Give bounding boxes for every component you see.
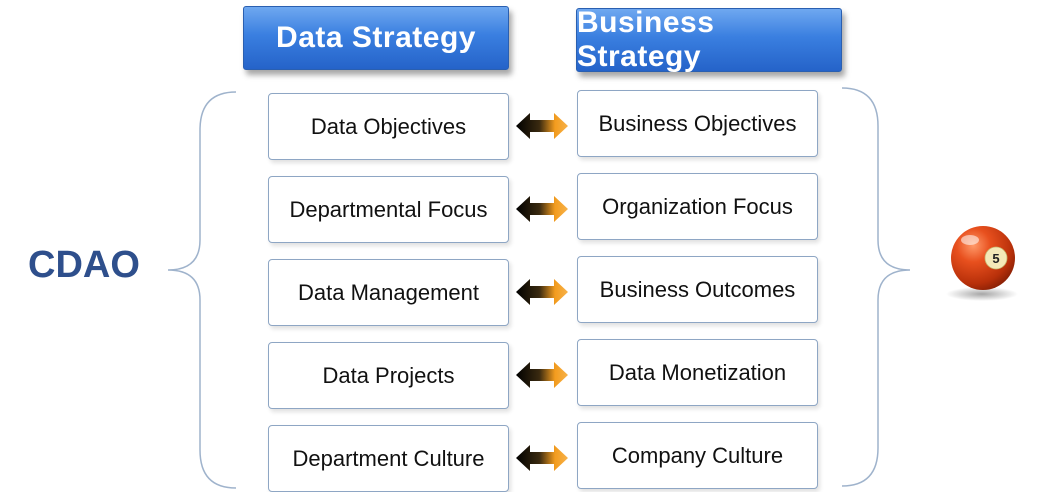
double-arrow-icon — [516, 113, 568, 139]
left-brace — [167, 91, 237, 489]
right-brace — [841, 87, 911, 487]
billiard-ball-icon: 5 — [946, 226, 1018, 301]
data-objectives-box: Data Objectives — [268, 93, 509, 160]
organization-focus-box: Organization Focus — [577, 173, 818, 240]
company-culture-box: Company Culture — [577, 422, 818, 489]
double-arrow-icon — [516, 362, 568, 388]
data-monetization-box: Data Monetization — [577, 339, 818, 406]
business-objectives-box: Business Objectives — [577, 90, 818, 157]
double-arrow-icon — [516, 196, 568, 222]
data-projects-box: Data Projects — [268, 342, 509, 409]
double-arrow-icon — [516, 445, 568, 471]
department-culture-box: Department Culture — [268, 425, 509, 492]
departmental-focus-box: Departmental Focus — [268, 176, 509, 243]
data-strategy-header: Data Strategy — [243, 6, 509, 70]
data-management-box: Data Management — [268, 259, 509, 326]
business-outcomes-box: Business Outcomes — [577, 256, 818, 323]
business-strategy-header: Business Strategy — [576, 6, 842, 73]
cdao-label: CDAO — [28, 244, 140, 286]
double-arrow-icon — [516, 279, 568, 305]
ball-number: 5 — [992, 251, 999, 266]
